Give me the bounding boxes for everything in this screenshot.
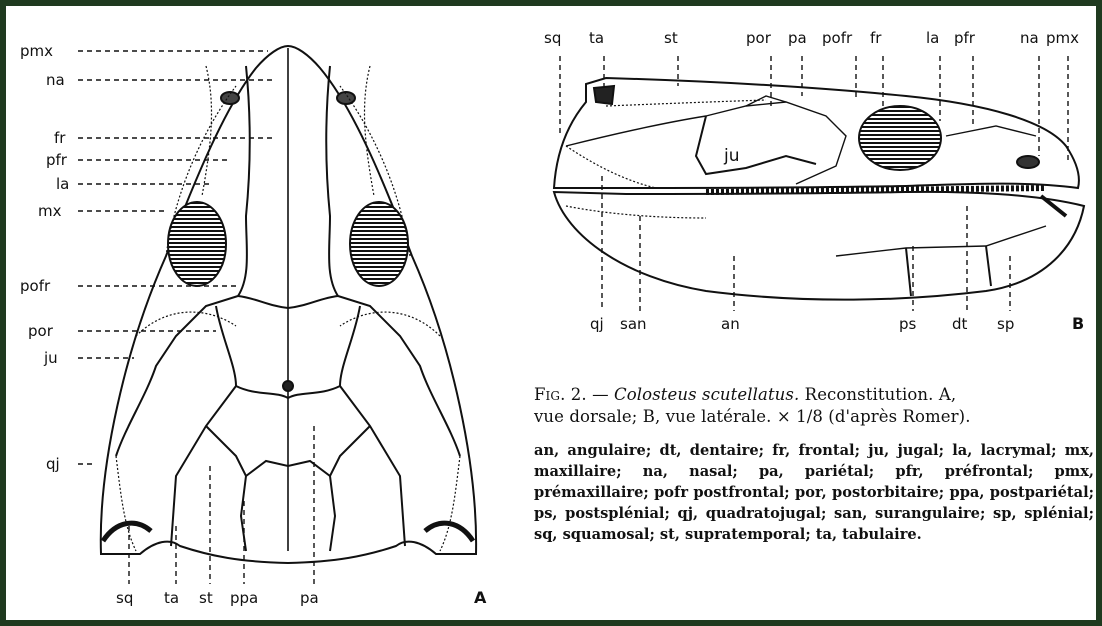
caption-text-1: Reconstitution. A, <box>805 385 957 404</box>
label-a-st: st <box>199 589 213 607</box>
label-b-san: san <box>620 315 647 333</box>
panel-a-letter: A <box>474 588 487 607</box>
panel-b-letter: B <box>1072 314 1084 333</box>
label-b-fr: fr <box>870 29 882 47</box>
label-a-mx: mx <box>38 202 62 220</box>
caption-line-1: Fig. 2. — Colosteus scutellatus. Reconst… <box>534 384 1094 406</box>
label-b-sq: sq <box>544 29 561 47</box>
label-b-na: na <box>1020 29 1039 47</box>
label-a-na: na <box>46 71 65 89</box>
label-b-pofr: pofr <box>822 29 853 47</box>
label-b-ju: ju <box>723 146 740 166</box>
label-a-la: la <box>56 175 69 193</box>
label-b-pfr: pfr <box>954 29 976 47</box>
label-a-pa: pa <box>300 589 319 607</box>
label-a-ppa: ppa <box>230 589 258 607</box>
label-a-ju: ju <box>43 349 58 367</box>
label-a-qj: qj <box>46 455 60 473</box>
label-a-fr: fr <box>54 129 66 147</box>
label-b-an: an <box>721 315 740 333</box>
label-a-sq: sq <box>116 589 133 607</box>
abbreviation-legend: an, angulaire; dt, dentaire; fr, frontal… <box>534 440 1094 545</box>
label-b-ps: ps <box>899 315 917 333</box>
label-b-qj: qj <box>590 315 604 333</box>
dorsal-skull-drawing <box>101 46 476 563</box>
label-b-por: por <box>746 29 772 47</box>
panel-b-bottom-labels: qj san an ps dt sp <box>590 315 1014 333</box>
label-a-pofr: pofr <box>20 277 51 295</box>
caption-fig-number: Fig. 2. <box>534 385 587 404</box>
caption-species: Colosteus scutellatus. <box>614 385 799 404</box>
lateral-skull-drawing <box>554 78 1084 300</box>
caption-line-2: vue dorsale; B, vue latérale. × 1/8 (d'a… <box>534 406 1094 428</box>
label-b-sp: sp <box>997 315 1014 333</box>
label-a-pmx: pmx <box>20 42 53 60</box>
label-a-ta: ta <box>164 589 179 607</box>
panel-b-top-labels: sq ta st por pa pofr fr la pfr na pmx <box>544 29 1079 47</box>
label-b-la: la <box>926 29 939 47</box>
caption-dash: — <box>592 385 609 404</box>
panel-a-leaders <box>78 51 314 584</box>
panel-a-bottom-labels: sq ta st ppa pa <box>116 589 319 607</box>
label-b-st: st <box>664 29 678 47</box>
label-b-dt: dt <box>952 315 968 333</box>
label-a-por: por <box>28 322 54 340</box>
label-b-ta: ta <box>589 29 604 47</box>
figure-caption: Fig. 2. — Colosteus scutellatus. Reconst… <box>534 384 1094 560</box>
label-b-pa: pa <box>788 29 807 47</box>
panel-a-left-labels: pmx na fr pfr la mx pofr por ju qj <box>20 42 69 473</box>
figure-frame: pmx na fr pfr la mx pofr por ju qj sq ta… <box>6 6 1096 620</box>
label-b-pmx: pmx <box>1046 29 1079 47</box>
label-a-pfr: pfr <box>46 151 68 169</box>
